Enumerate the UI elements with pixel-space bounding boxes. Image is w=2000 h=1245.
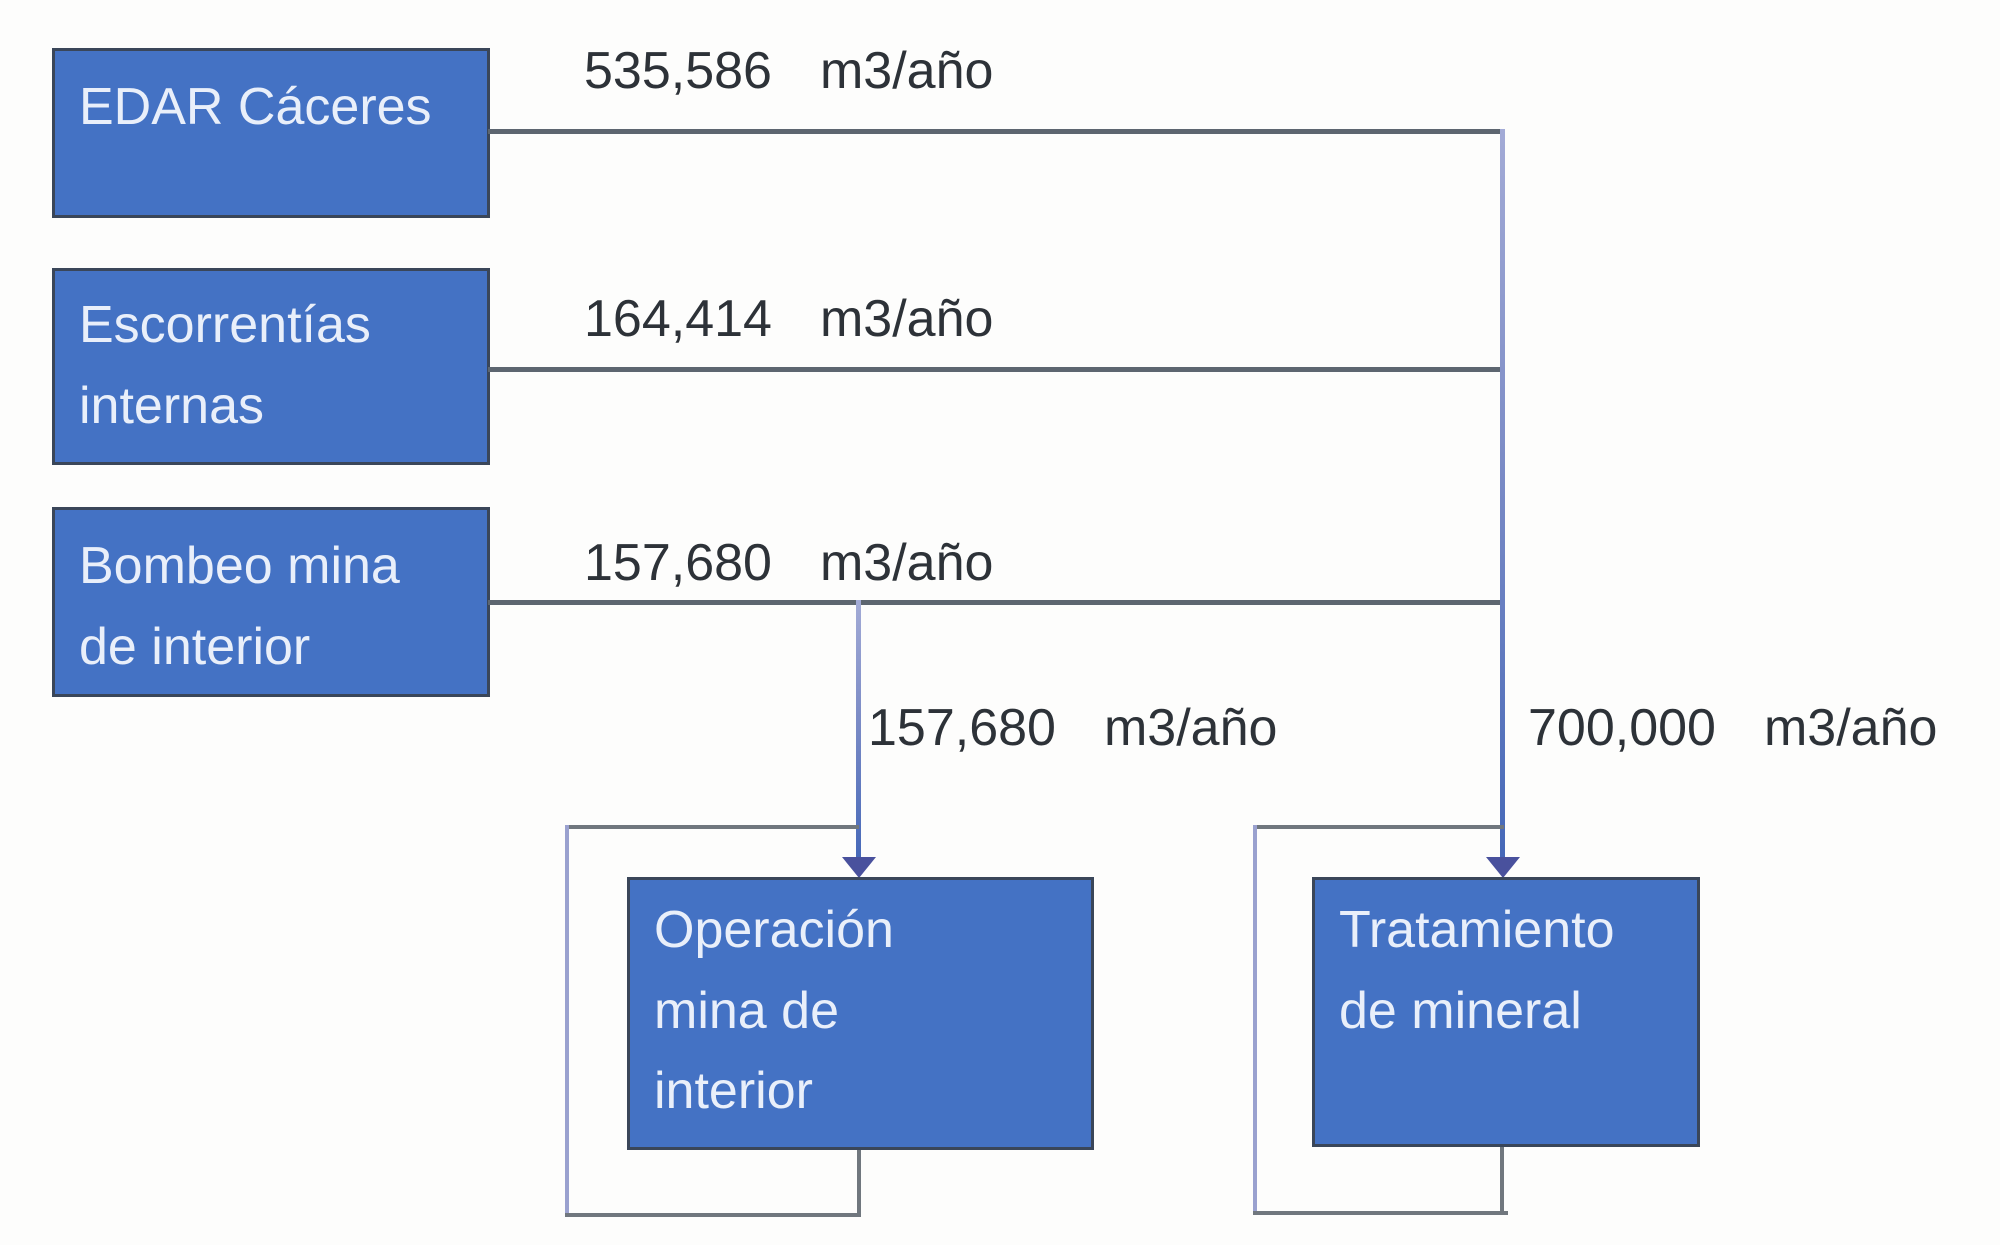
recirculation-loop-operacion-top <box>565 825 859 829</box>
flow-line-edar-to-collector <box>488 129 1503 134</box>
recirculation-loop-tratamiento-bottom <box>1253 1211 1508 1215</box>
recirculation-loop-tratamiento-left <box>1253 825 1257 1215</box>
recirculation-loop-operacion-bottom <box>565 1213 861 1217</box>
flow-value: 164,414 <box>584 290 772 348</box>
source-box-label: EDAR Cáceres <box>79 78 432 136</box>
destination-box-label-line: Tratamiento <box>1339 901 1615 959</box>
destination-box-operacion-mina: Operación mina de interior <box>627 877 1094 1150</box>
arrow-down-icon <box>1486 857 1520 878</box>
flow-value: 535,586 <box>584 42 772 100</box>
collector-line-to-tratamiento <box>1500 129 1505 860</box>
source-box-label-line: internas <box>79 376 264 435</box>
flow-label-edar: 535,586 m3/año <box>584 40 993 102</box>
recirculation-loop-tratamiento-top <box>1253 825 1504 829</box>
flow-unit: m3/año <box>1763 699 1938 757</box>
recirculation-loop-operacion-left <box>565 825 569 1217</box>
destination-box-label-line: mina de <box>654 981 839 1040</box>
source-box-label-line: de interior <box>79 617 311 676</box>
destination-box-label-line: interior <box>654 1062 813 1121</box>
source-box-escorrentias-internas: Escorrentías internas <box>52 268 490 465</box>
flow-label-escorrentias: 164,414 m3/año <box>584 288 993 350</box>
destination-box-label-line: Operación <box>654 901 894 959</box>
flow-value: 157,680 <box>868 699 1056 757</box>
source-box-bombeo-mina: Bombeo mina de interior <box>52 507 490 697</box>
flow-unit: m3/año <box>819 290 994 348</box>
recirculation-loop-tratamiento-stub <box>1500 1147 1504 1215</box>
flow-value: 700,000 <box>1528 699 1716 757</box>
flow-unit: m3/año <box>819 534 994 592</box>
flow-label-tratamiento-inflow: 700,000 m3/año <box>1528 697 1937 759</box>
flow-label-operacion-inflow: 157,680 m3/año <box>868 697 1277 759</box>
source-box-edar-caceres: EDAR Cáceres <box>52 48 490 218</box>
source-box-label-line: Escorrentías <box>79 296 371 354</box>
arrow-down-icon <box>842 857 876 878</box>
flow-value: 157,680 <box>584 534 772 592</box>
flow-label-bombeo: 157,680 m3/año <box>584 532 993 594</box>
flow-line-bombeo-to-collector <box>488 600 1503 605</box>
recirculation-loop-operacion-stub <box>857 1150 861 1217</box>
branch-line-to-operacion <box>856 600 861 860</box>
destination-box-label-line: de mineral <box>1339 981 1582 1040</box>
flow-unit: m3/año <box>1103 699 1278 757</box>
destination-box-tratamiento-mineral: Tratamiento de mineral <box>1312 877 1700 1147</box>
flow-unit: m3/año <box>819 42 994 100</box>
source-box-label-line: Bombeo mina <box>79 537 400 595</box>
flow-line-escorrentias-to-collector <box>488 367 1503 372</box>
